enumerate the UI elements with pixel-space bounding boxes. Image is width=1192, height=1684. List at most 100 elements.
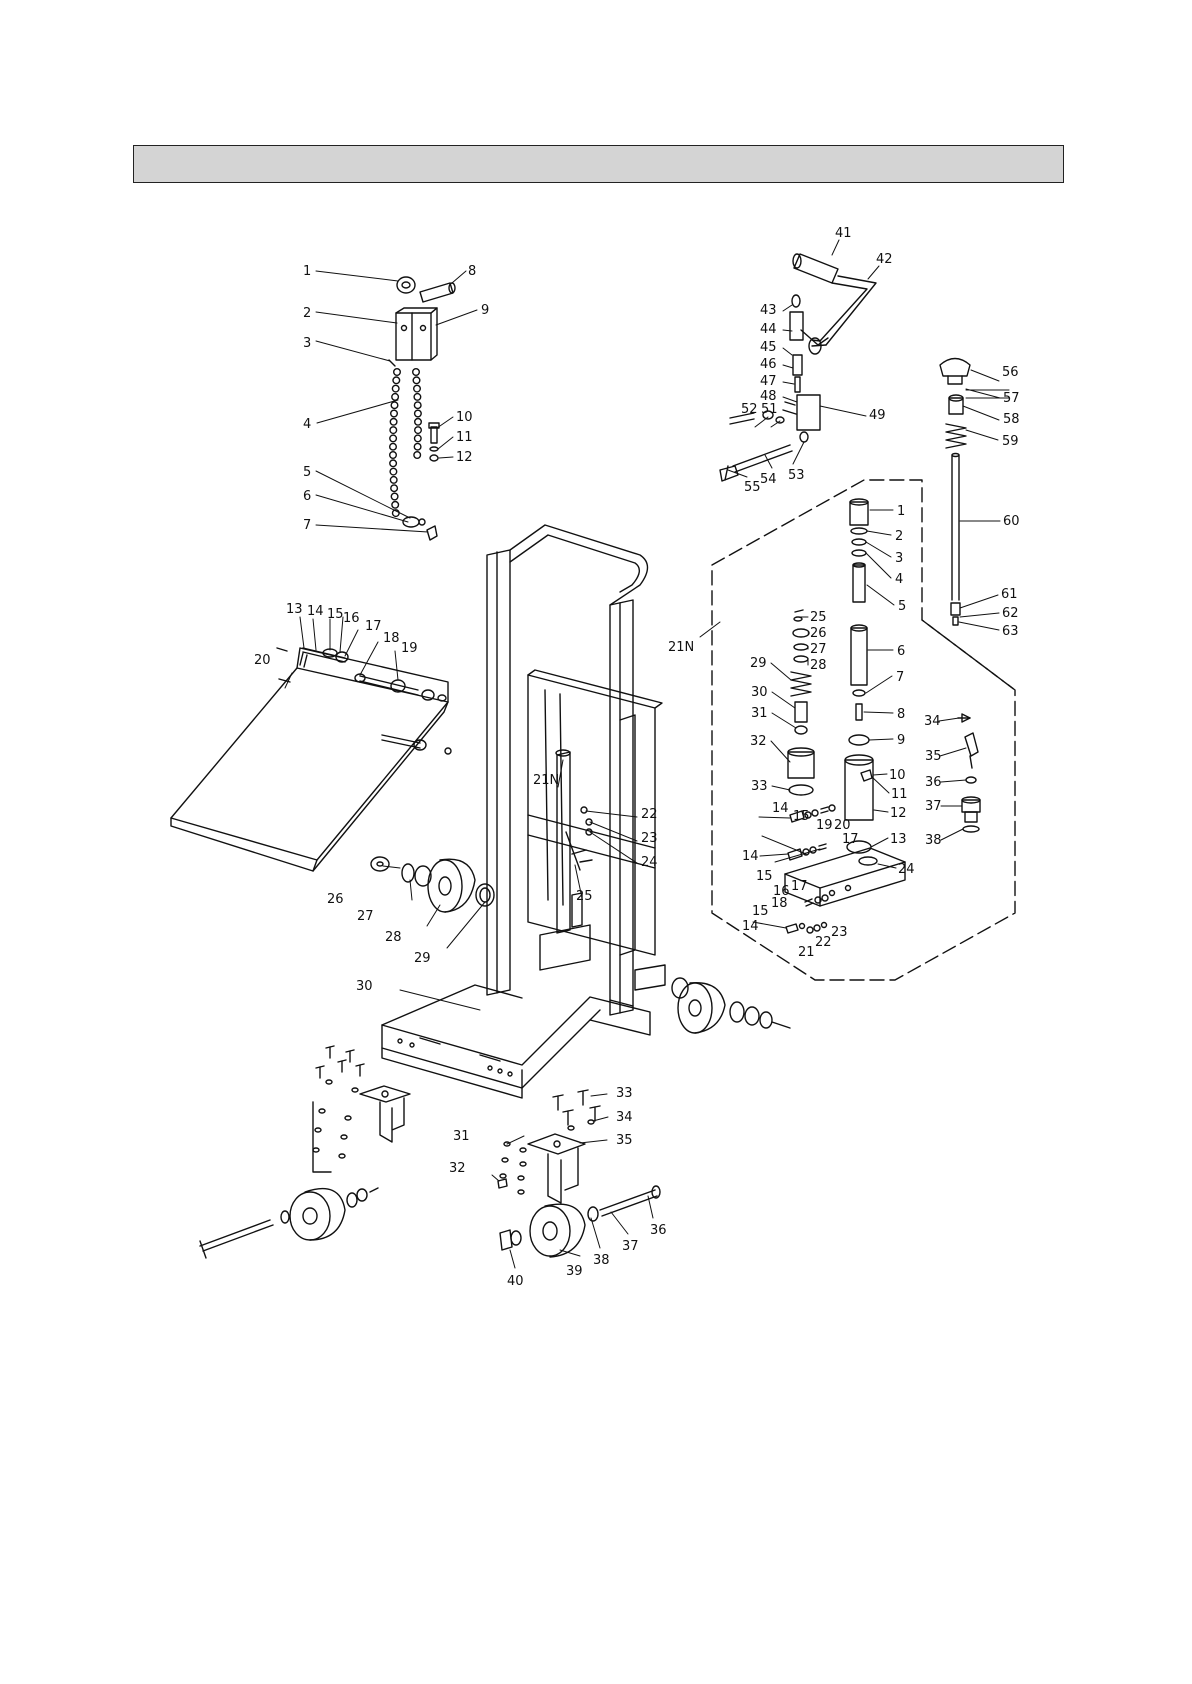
chain-bead <box>413 451 422 460</box>
chain-bracket-assembly <box>388 276 456 541</box>
handle-lever-assembly <box>719 253 877 482</box>
callout-9: 9 <box>481 303 489 318</box>
chain-bead <box>414 426 423 435</box>
callout-detail-19: 19 <box>816 818 833 833</box>
callout-detail-2: 2 <box>895 529 903 544</box>
callout-detail-11: 11 <box>891 787 908 802</box>
callout-60: 60 <box>1003 514 1020 529</box>
callout-19: 19 <box>401 641 418 656</box>
part-7-clip <box>426 525 438 541</box>
part-56-knob <box>939 357 971 385</box>
callout-detail-27: 27 <box>810 642 827 657</box>
callout-detail-13: 13 <box>890 832 907 847</box>
main-wheel-right <box>671 977 791 1034</box>
part-2-bracket <box>395 307 438 361</box>
chain-bead <box>389 467 398 476</box>
part-11-washer <box>429 446 439 452</box>
detail-pump-base-block <box>784 847 906 907</box>
detail-pump-plunger-stack <box>844 498 874 854</box>
frame-left-upright <box>486 549 511 996</box>
chain-bead <box>389 442 398 451</box>
part-21N-pump-cylinder <box>539 749 591 971</box>
callout-43: 43 <box>760 303 777 318</box>
callout-13: 13 <box>286 602 303 617</box>
callout-detail-36: 36 <box>925 775 942 790</box>
platform-assembly <box>170 647 452 872</box>
chain-bead <box>389 451 398 460</box>
chain-bead <box>390 401 399 410</box>
callout-41: 41 <box>835 226 852 241</box>
callout-56: 56 <box>1002 365 1019 380</box>
callout-detail-12: 12 <box>890 806 907 821</box>
callout-detail-9: 9 <box>897 733 905 748</box>
section-title-bar <box>133 145 1064 183</box>
callout-62: 62 <box>1002 606 1019 621</box>
callout-44: 44 <box>760 322 777 337</box>
detail-release-valve <box>957 713 981 833</box>
chain-bead <box>413 442 422 451</box>
part-31-32-nuts <box>497 1141 527 1195</box>
callout-54: 54 <box>760 472 777 487</box>
callout-detail-28: 28 <box>810 658 827 673</box>
callout-14: 14 <box>307 604 324 619</box>
callout-detail-22: 22 <box>815 935 832 950</box>
callout-52: 52 <box>741 402 758 417</box>
callout-17: 17 <box>365 619 382 634</box>
callout-40: 40 <box>507 1274 524 1289</box>
callout-labels: 1 8 2 9 3 4 10 11 12 5 6 7 13 14 15 16 1… <box>254 226 1020 1289</box>
chain-bead <box>414 417 423 426</box>
callout-6: 6 <box>303 489 311 504</box>
callout-detail-38: 38 <box>925 833 942 848</box>
callout-26: 26 <box>327 892 344 907</box>
callout-51: 51 <box>761 402 778 417</box>
chain-bead <box>393 368 402 377</box>
part-13-19-hinge-shaft <box>276 647 452 755</box>
callout-36: 36 <box>650 1223 667 1238</box>
part-4-chain <box>389 368 423 518</box>
callout-detail-31: 31 <box>751 706 768 721</box>
chain-bead <box>389 475 398 484</box>
part-5-6-link-plate <box>402 516 426 528</box>
chain-bead <box>413 401 422 410</box>
callout-49: 49 <box>869 408 886 423</box>
callout-detail-24: 24 <box>898 862 915 877</box>
part-8-pin <box>419 282 456 303</box>
callout-detail-35: 35 <box>925 749 942 764</box>
chain-bead <box>391 384 400 393</box>
callout-detail-26: 26 <box>810 626 827 641</box>
callout-detail-10: 10 <box>889 768 906 783</box>
callout-57: 57 <box>1003 391 1020 406</box>
callout-detail-3: 3 <box>895 551 903 566</box>
callout-detail-17a: 17 <box>842 832 859 847</box>
chain-bead <box>389 417 398 426</box>
callout-53: 53 <box>788 468 805 483</box>
callout-45: 45 <box>760 340 777 355</box>
callout-10: 10 <box>456 410 473 425</box>
callout-detail-8: 8 <box>897 707 905 722</box>
callout-46: 46 <box>760 357 777 372</box>
callout-21N-pump: 21N <box>533 773 559 788</box>
callout-detail-4: 4 <box>895 572 903 587</box>
part-59-spring <box>945 423 967 449</box>
part-42-handle-bar <box>811 275 877 347</box>
callout-47: 47 <box>760 374 777 389</box>
callout-61: 61 <box>1001 587 1018 602</box>
callout-25: 25 <box>576 889 593 904</box>
chain-bead <box>413 384 422 393</box>
callout-detail-30: 30 <box>751 685 768 700</box>
callout-detail-37: 37 <box>925 799 942 814</box>
callout-39: 39 <box>566 1264 583 1279</box>
callout-1: 1 <box>303 264 311 279</box>
chain-bead <box>390 484 399 493</box>
callout-detail-15c: 15 <box>752 904 769 919</box>
release-rod-assembly <box>939 357 971 626</box>
callout-detail-1: 1 <box>897 504 905 519</box>
callout-detail-15a: 15 <box>793 809 810 824</box>
part-28-main-wheel-left <box>427 858 476 913</box>
callout-detail-14a: 14 <box>772 801 789 816</box>
callout-18: 18 <box>383 631 400 646</box>
detail-check-valve-fittings <box>785 804 836 934</box>
chain-bead <box>412 368 421 377</box>
callout-58: 58 <box>1003 412 1020 427</box>
frame-right-upright <box>609 599 634 1016</box>
